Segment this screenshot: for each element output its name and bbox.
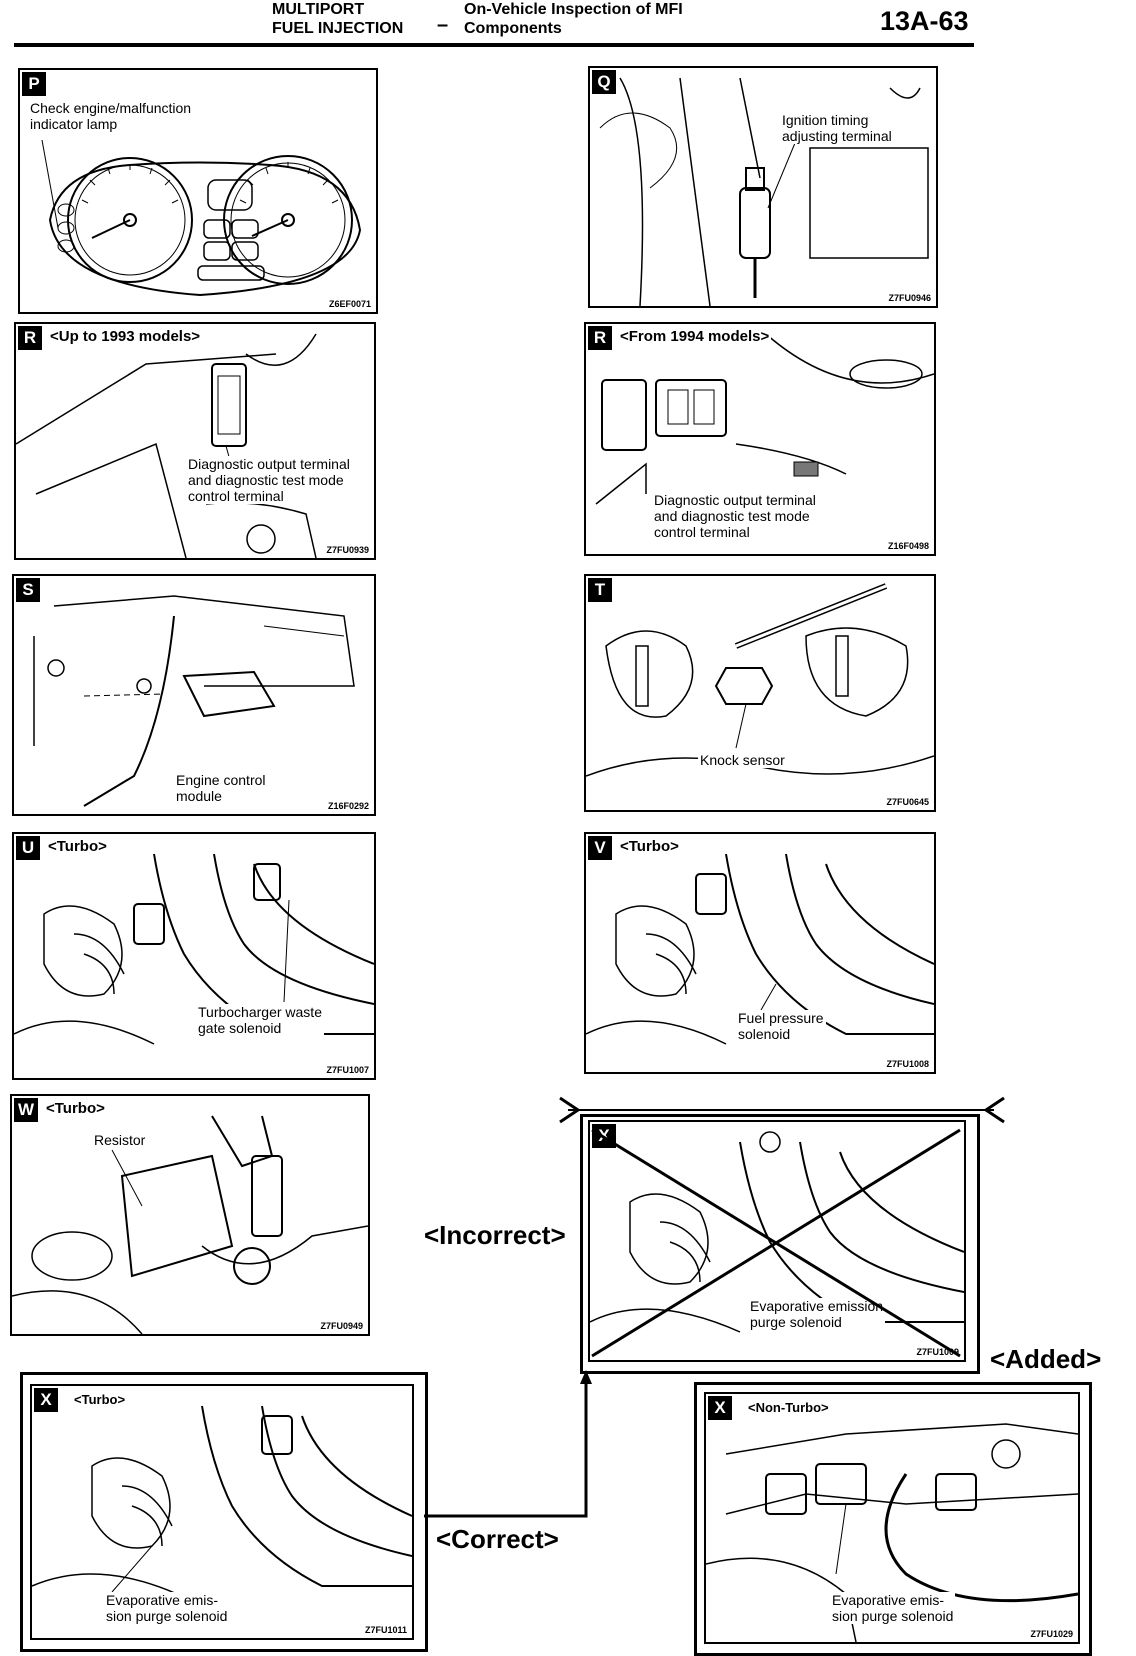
variant-subtitle: <Turbo> bbox=[72, 1392, 128, 1407]
panel-x-incorrect: X Evaporative emission purge solenoid Z7… bbox=[588, 1120, 966, 1362]
callout-diagnostic-terminal: Diagnostic output terminal and diagnosti… bbox=[652, 492, 818, 540]
panel-r-from-1994: R <From 1994 models> Diagnostic output t… bbox=[584, 322, 936, 556]
panel-q: Q Ignition timing adjusting terminal Z7F… bbox=[588, 66, 938, 308]
panel-u: U <Turbo> Turbocharger waste gate soleno… bbox=[12, 832, 376, 1080]
callout-waste-gate-solenoid: Turbocharger waste gate solenoid bbox=[196, 1004, 324, 1036]
figure-code: Z7FU1011 bbox=[363, 1625, 408, 1635]
figure-code: Z7FU1008 bbox=[885, 1059, 930, 1069]
panel-tag: R bbox=[18, 326, 42, 350]
header-separator: – bbox=[437, 14, 449, 36]
section-title: MULTIPORT FUEL INJECTION bbox=[272, 1, 404, 37]
panel-tag: W bbox=[14, 1098, 38, 1122]
figure-code: Z7FU1007 bbox=[325, 1065, 370, 1075]
topic-title: On-Vehicle Inspection of MFI Components bbox=[464, 1, 683, 37]
panel-x-turbo: X <Turbo> Evaporative emis- sion purge s… bbox=[30, 1384, 414, 1640]
figure-code: Z7FU0946 bbox=[887, 293, 932, 303]
added-label: <Added> bbox=[990, 1344, 1102, 1374]
instrument-cluster-illustration bbox=[41, 139, 362, 297]
callout-engine-control-module: Engine control module bbox=[174, 772, 268, 804]
page-number: 13A-63 bbox=[880, 6, 969, 36]
variant-subtitle: <Turbo> bbox=[618, 838, 681, 855]
model-range-subtitle: <From 1994 models> bbox=[618, 328, 772, 345]
page-header: MULTIPORT FUEL INJECTION – On-Vehicle In… bbox=[0, 0, 1136, 50]
callout-evaporative-purge-solenoid: Evaporative emis- sion purge solenoid bbox=[830, 1592, 956, 1624]
panel-x-non-turbo: X <Non-Turbo> Evaporative emis- sion pur… bbox=[704, 1392, 1080, 1644]
panel-tag: X bbox=[34, 1388, 58, 1412]
panel-r-up-to-1993: R <Up to 1993 models> Diagnostic output … bbox=[14, 322, 376, 560]
figure-code: Z6EF0071 bbox=[327, 299, 372, 309]
panel-p: P Check engine/malfunction indicator lam… bbox=[18, 68, 378, 314]
callout-evaporative-purge-solenoid: Evaporative emis- sion purge solenoid bbox=[104, 1592, 230, 1624]
diagnostic-connector-illustration bbox=[595, 333, 934, 505]
callout-knock-sensor: Knock sensor bbox=[698, 752, 787, 768]
fuel-pressure-solenoid-illustration bbox=[586, 853, 934, 1045]
panel-t: T Knock sensor Z7FU0645 bbox=[584, 574, 936, 812]
header-rule bbox=[14, 43, 974, 47]
figure-code: Z16F0292 bbox=[326, 801, 370, 811]
panel-w: W <Turbo> Resistor Z7FU0949 bbox=[10, 1094, 370, 1336]
deletion-bracket-left bbox=[559, 1096, 581, 1124]
figure-code: Z7FU0645 bbox=[885, 797, 930, 807]
panel-tag: V bbox=[588, 836, 612, 860]
evaporative-purge-solenoid-illustration bbox=[32, 1405, 412, 1602]
panel-tag: U bbox=[16, 836, 40, 860]
turbocharger-waste-gate-illustration bbox=[14, 853, 374, 1045]
figure-code: Z16F0498 bbox=[886, 541, 930, 551]
callout-check-engine-lamp: Check engine/malfunction indicator lamp bbox=[28, 100, 194, 132]
variant-subtitle: <Turbo> bbox=[44, 1100, 107, 1117]
callout-fuel-pressure-solenoid: Fuel pressure solenoid bbox=[736, 1010, 826, 1042]
callout-ignition-timing-terminal: Ignition timing adjusting terminal bbox=[780, 112, 894, 144]
added-figure-frame bbox=[694, 1382, 1092, 1656]
panel-v: V <Turbo> Fuel pressure solenoid Z7FU100… bbox=[584, 832, 936, 1074]
model-range-subtitle: <Up to 1993 models> bbox=[48, 328, 203, 345]
figure-code: Z7FU1029 bbox=[1029, 1629, 1074, 1639]
panel-s: S Engine control module Z16F0292 bbox=[12, 574, 376, 816]
panel-tag: S bbox=[16, 578, 40, 602]
figure-code: Z7FU0939 bbox=[325, 545, 370, 555]
figure-code: Z7FU1009 bbox=[915, 1347, 960, 1357]
variant-subtitle: <Turbo> bbox=[46, 838, 109, 855]
evaporative-purge-solenoid-illustration bbox=[706, 1423, 1078, 1642]
incorrect-label: <Incorrect> bbox=[424, 1220, 566, 1250]
engine-control-module-illustration bbox=[33, 595, 355, 807]
panel-tag: P bbox=[22, 72, 46, 96]
knock-sensor-illustration bbox=[586, 583, 934, 777]
deletion-bracket-right bbox=[983, 1096, 1005, 1124]
variant-subtitle: <Non-Turbo> bbox=[746, 1400, 831, 1415]
panel-tag: R bbox=[588, 326, 612, 350]
correct-label: <Correct> bbox=[436, 1524, 559, 1554]
resistor-illustration bbox=[12, 1115, 368, 1334]
panel-tag: X bbox=[708, 1396, 732, 1420]
panel-tag: T bbox=[588, 578, 612, 602]
callout-evaporative-purge-solenoid: Evaporative emission purge solenoid bbox=[748, 1298, 886, 1330]
diagnostic-connector-illustration bbox=[16, 333, 317, 558]
panel-tag: X bbox=[592, 1124, 616, 1148]
incorrect-figure-frame bbox=[580, 1114, 980, 1374]
callout-diagnostic-terminal: Diagnostic output terminal and diagnosti… bbox=[186, 456, 352, 504]
correct-arrow bbox=[424, 1380, 588, 1518]
figure-code: Z7FU0949 bbox=[319, 1321, 364, 1331]
ignition-terminal-illustration bbox=[599, 77, 929, 306]
callout-resistor: Resistor bbox=[92, 1132, 148, 1148]
panel-tag: Q bbox=[592, 70, 616, 94]
